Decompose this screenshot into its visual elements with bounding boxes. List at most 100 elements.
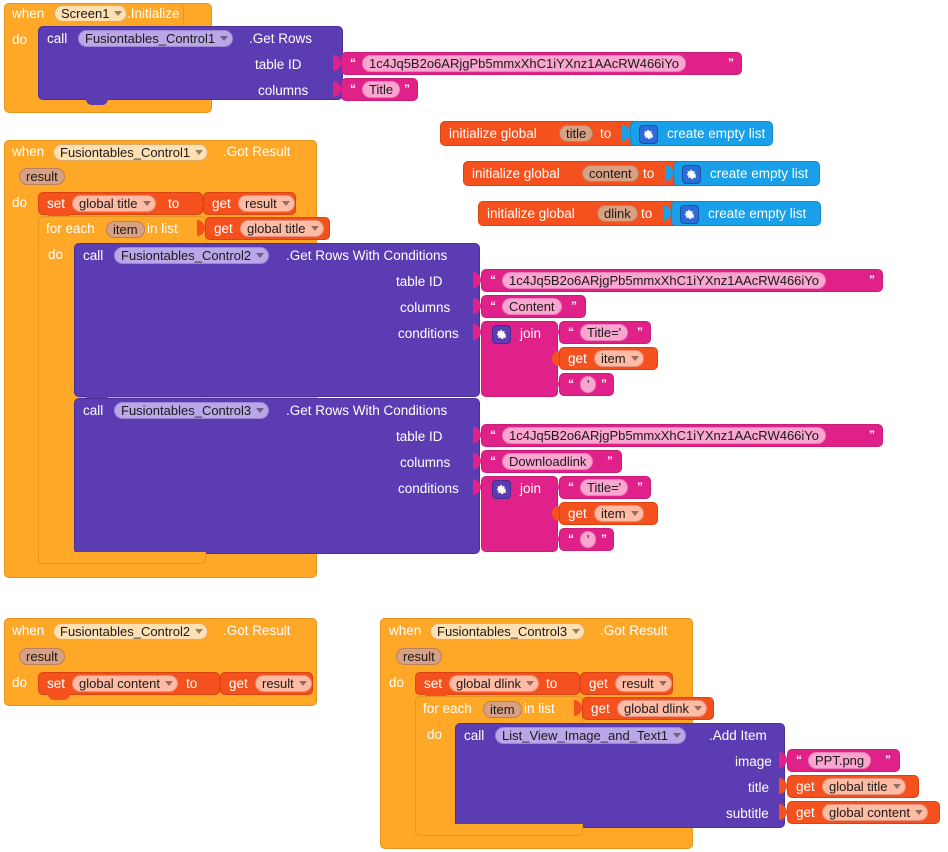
get-variable-dropdown-global-content[interactable]: global content	[822, 804, 928, 821]
variable-label: global title	[247, 221, 306, 236]
table-id-value-2[interactable]: 1c4Jq5B2o6ARjgPb5mmxXhC1iYXnz1AAcRW466iY…	[502, 272, 827, 289]
control1-component-dropdown[interactable]: Fusiontables_Control1	[53, 144, 209, 161]
variable-label: result	[245, 196, 277, 211]
fusiontables-control3-dropdown[interactable]: Fusiontables_Control3	[114, 402, 270, 419]
result-param-control3[interactable]: result	[396, 648, 442, 665]
call-block-control3-get-rows-conditions[interactable]	[74, 398, 480, 554]
socket-table-id	[473, 427, 481, 443]
quote-close: ”	[728, 56, 734, 70]
create-empty-list-label-title: create empty list	[667, 126, 766, 141]
table-id-value-1[interactable]: 1c4Jq5B2o6ARjgPb5mmxXhC1iYXnz1AAcRW466iY…	[362, 55, 687, 72]
set-keyword: set	[47, 196, 66, 211]
got-result-event-label: .Got Result	[600, 623, 668, 638]
join-text-value-apostrophe[interactable]: '	[580, 531, 597, 548]
socket-table-id	[473, 272, 481, 288]
socket-subtitle	[779, 804, 787, 820]
plug-get-item-1	[552, 351, 559, 366]
set-block-bottom-notch	[48, 694, 70, 700]
do-label-control2: do	[12, 675, 28, 690]
quote-open: “	[490, 428, 496, 442]
got-result-event-label: .Got Result	[223, 623, 291, 638]
socket-conditions	[473, 324, 481, 340]
create-empty-list-label-dlink: create empty list	[708, 206, 807, 221]
get-variable-dropdown-global-title[interactable]: global title	[822, 778, 906, 795]
image-value-ppt-png[interactable]: PPT.png	[808, 752, 872, 769]
quote-close: ”	[607, 454, 613, 468]
fusiontables-control1-dropdown[interactable]: Fusiontables_Control1	[78, 30, 234, 47]
to-keyword: to	[643, 166, 655, 181]
set-variable-dropdown-global-dlink[interactable]: global dlink	[449, 675, 540, 692]
get-variable-dropdown-result[interactable]: result	[255, 675, 312, 692]
variable-label: global content	[829, 805, 910, 820]
when-keyword: when	[12, 144, 45, 159]
socket-join-3	[551, 376, 559, 392]
table-id-value-3[interactable]: 1c4Jq5B2o6ARjgPb5mmxXhC1iYXnz1AAcRW466iY…	[502, 427, 827, 444]
variable-label: global content	[79, 676, 160, 691]
socket-conditions	[473, 479, 481, 495]
variable-label: result	[262, 676, 294, 691]
control2-component-dropdown[interactable]: Fusiontables_Control2	[53, 623, 209, 640]
do-label-control3: do	[389, 675, 405, 690]
get-keyword: get	[796, 779, 815, 794]
do-label-screen-init: do	[12, 32, 28, 47]
get-keyword: get	[229, 676, 248, 691]
get-keyword: get	[212, 196, 231, 211]
to-keyword: to	[641, 206, 653, 221]
columns-value-title[interactable]: Title	[362, 81, 401, 98]
listview-component-dropdown[interactable]: List_View_Image_and_Text1	[495, 727, 686, 744]
foreach-item-param[interactable]: item	[483, 701, 522, 718]
fusiontables-control2-dropdown[interactable]: Fusiontables_Control2	[114, 247, 270, 264]
arg-label-conditions: conditions	[398, 326, 459, 341]
global-title-name-field[interactable]: title	[559, 125, 594, 142]
for-each-keyword: for each	[423, 701, 472, 716]
socket-global-content	[665, 165, 673, 181]
arg-label-columns: columns	[400, 300, 451, 315]
component-label: List_View_Image_and_Text1	[502, 728, 668, 743]
mutator-gear-icon[interactable]	[639, 125, 658, 144]
get-variable-dropdown-global-dlink[interactable]: global dlink	[617, 700, 708, 717]
global-content-name-field[interactable]: content	[582, 165, 639, 182]
get-variable-dropdown-global-title[interactable]: global title	[240, 220, 324, 237]
columns-value-content[interactable]: Content	[502, 298, 562, 315]
socket-join-1	[551, 324, 559, 340]
foreach-item-param[interactable]: item	[106, 221, 145, 238]
socket-image	[779, 752, 787, 768]
get-keyword: get	[568, 506, 587, 521]
quote-close: ”	[869, 428, 875, 442]
get-keyword: get	[591, 701, 610, 716]
get-variable-dropdown-item[interactable]: item	[594, 350, 644, 367]
quote-open: “	[490, 454, 496, 468]
got-result-event-label: .Got Result	[223, 144, 291, 159]
join-text-value-title-eq[interactable]: Title='	[580, 324, 629, 341]
component-label: Fusiontables_Control2	[121, 248, 252, 263]
when-keyword: when	[389, 623, 422, 638]
initialize-global-keyword: initialize global	[449, 126, 537, 141]
get-rows-method-label: .Get Rows	[249, 31, 313, 46]
get-variable-dropdown-result[interactable]: result	[615, 675, 672, 692]
mutator-gear-icon[interactable]	[682, 165, 701, 184]
screen1-component-dropdown[interactable]: Screen1	[54, 5, 128, 22]
columns-value-downloadlink[interactable]: Downloadlink	[502, 453, 594, 470]
global-dlink-name-field[interactable]: dlink	[597, 205, 638, 222]
control3-component-dropdown[interactable]: Fusiontables_Control3	[430, 623, 586, 640]
mutator-gear-icon[interactable]	[492, 325, 511, 344]
do-label-foreach-control1: do	[48, 247, 64, 262]
socket-set-global-content	[212, 675, 220, 691]
result-param-control1[interactable]: result	[19, 168, 65, 185]
mutator-gear-icon[interactable]	[492, 480, 511, 499]
initialize-global-keyword: initialize global	[472, 166, 560, 181]
join-text-value-apostrophe[interactable]: '	[580, 376, 597, 393]
call-block-control2-get-rows-conditions[interactable]	[74, 243, 480, 397]
set-variable-dropdown-global-content[interactable]: global content	[72, 675, 178, 692]
get-keyword: get	[796, 805, 815, 820]
get-variable-dropdown-result[interactable]: result	[238, 195, 295, 212]
join-text-value-title-eq[interactable]: Title='	[580, 479, 629, 496]
get-variable-dropdown-item[interactable]: item	[594, 505, 644, 522]
mutator-gear-icon[interactable]	[680, 205, 699, 224]
quote-close: ”	[404, 82, 410, 96]
socket-join-1	[551, 479, 559, 495]
result-param-control2[interactable]: result	[19, 648, 65, 665]
set-variable-dropdown-global-title[interactable]: global title	[72, 195, 156, 212]
to-keyword: to	[186, 676, 198, 691]
to-keyword: to	[600, 126, 612, 141]
